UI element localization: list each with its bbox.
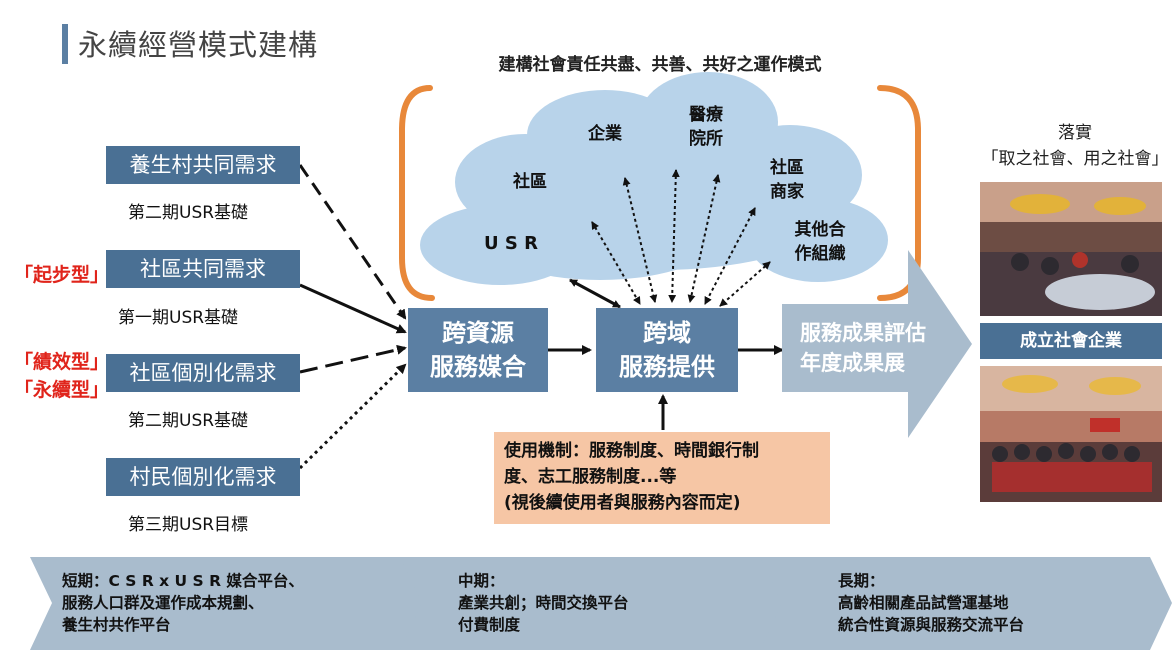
orange-bracket	[399, 85, 435, 301]
stage-mid-shape	[400, 557, 802, 650]
result-evaluation: 服務成果評估年度成果展	[800, 321, 926, 375]
stage-long-term: 長期：高齡相關產品試營運基地統合性資源與服務交流平台	[838, 572, 1025, 634]
result-arrow-shape	[782, 250, 972, 438]
cloud-enterprise: 企業	[588, 124, 622, 144]
model-subtitle: 建構社會責任共盡、共善、共好之運作模式	[498, 55, 822, 75]
hub-crossdomain-service: 跨域服務提供	[596, 308, 738, 392]
cloud-hospital: 醫療院所	[689, 105, 723, 149]
hub-resource-matching: 跨資源服務媒合	[408, 308, 548, 392]
need-community-common: 社區共同需求	[106, 250, 300, 288]
arrow-need1	[298, 164, 407, 320]
need-1-phase: 第二期USR基礎	[128, 203, 249, 223]
cloud-partners: 其他合作組織	[794, 220, 846, 264]
need-4-phase: 第三期USR目標	[128, 515, 249, 535]
stage-long-shape	[760, 557, 1172, 650]
usage-mechanism: 使用機制：服務制度、時間銀行制度、志工服務制度...等(視後續使用者與服務內容而…	[494, 432, 830, 524]
arrow-need4	[298, 363, 407, 470]
event-photo-1	[980, 182, 1162, 316]
partner-cloud	[420, 72, 888, 285]
stage-short-shape	[30, 557, 442, 650]
cloud-links	[591, 169, 771, 307]
cloud-merchants: 社區商家	[770, 158, 804, 202]
social-enterprise-badge: 成立社會企業	[980, 323, 1162, 359]
title-accent-bar	[62, 24, 68, 64]
orange-bracket-right	[877, 85, 921, 301]
cloud-usr: U S R	[484, 233, 538, 254]
need-villager-individual: 村民個別化需求	[106, 458, 300, 496]
need-3-phase: 第二期USR基礎	[128, 411, 249, 431]
need-retirement-village: 養生村共同需求	[106, 146, 300, 184]
event-photo-2	[980, 366, 1162, 502]
arrow-need2	[299, 283, 407, 334]
stage-short-term: 短期：C S R x U S R 媒合平台、服務人口群及運作成本規劃、養生村共作…	[62, 572, 304, 634]
tag-start: 「起步型」	[14, 264, 110, 286]
cloud-community: 社區	[513, 172, 547, 192]
need-2-phase: 第一期USR基礎	[118, 308, 239, 328]
need-community-individual: 社區個別化需求	[106, 354, 300, 392]
page-title: 永續經營模式建構	[78, 28, 319, 62]
tag-sustain: 「永續型」	[14, 379, 110, 401]
tag-performance: 「績效型」	[14, 351, 110, 373]
implement-heading: 落實「取之社會、用之社會」	[981, 123, 1169, 169]
stage-mid-term: 中期：產業共創；時間交換平台付費制度	[458, 572, 629, 634]
arrow-need3	[299, 344, 407, 374]
arrow-usr-crossdomain	[569, 278, 621, 309]
